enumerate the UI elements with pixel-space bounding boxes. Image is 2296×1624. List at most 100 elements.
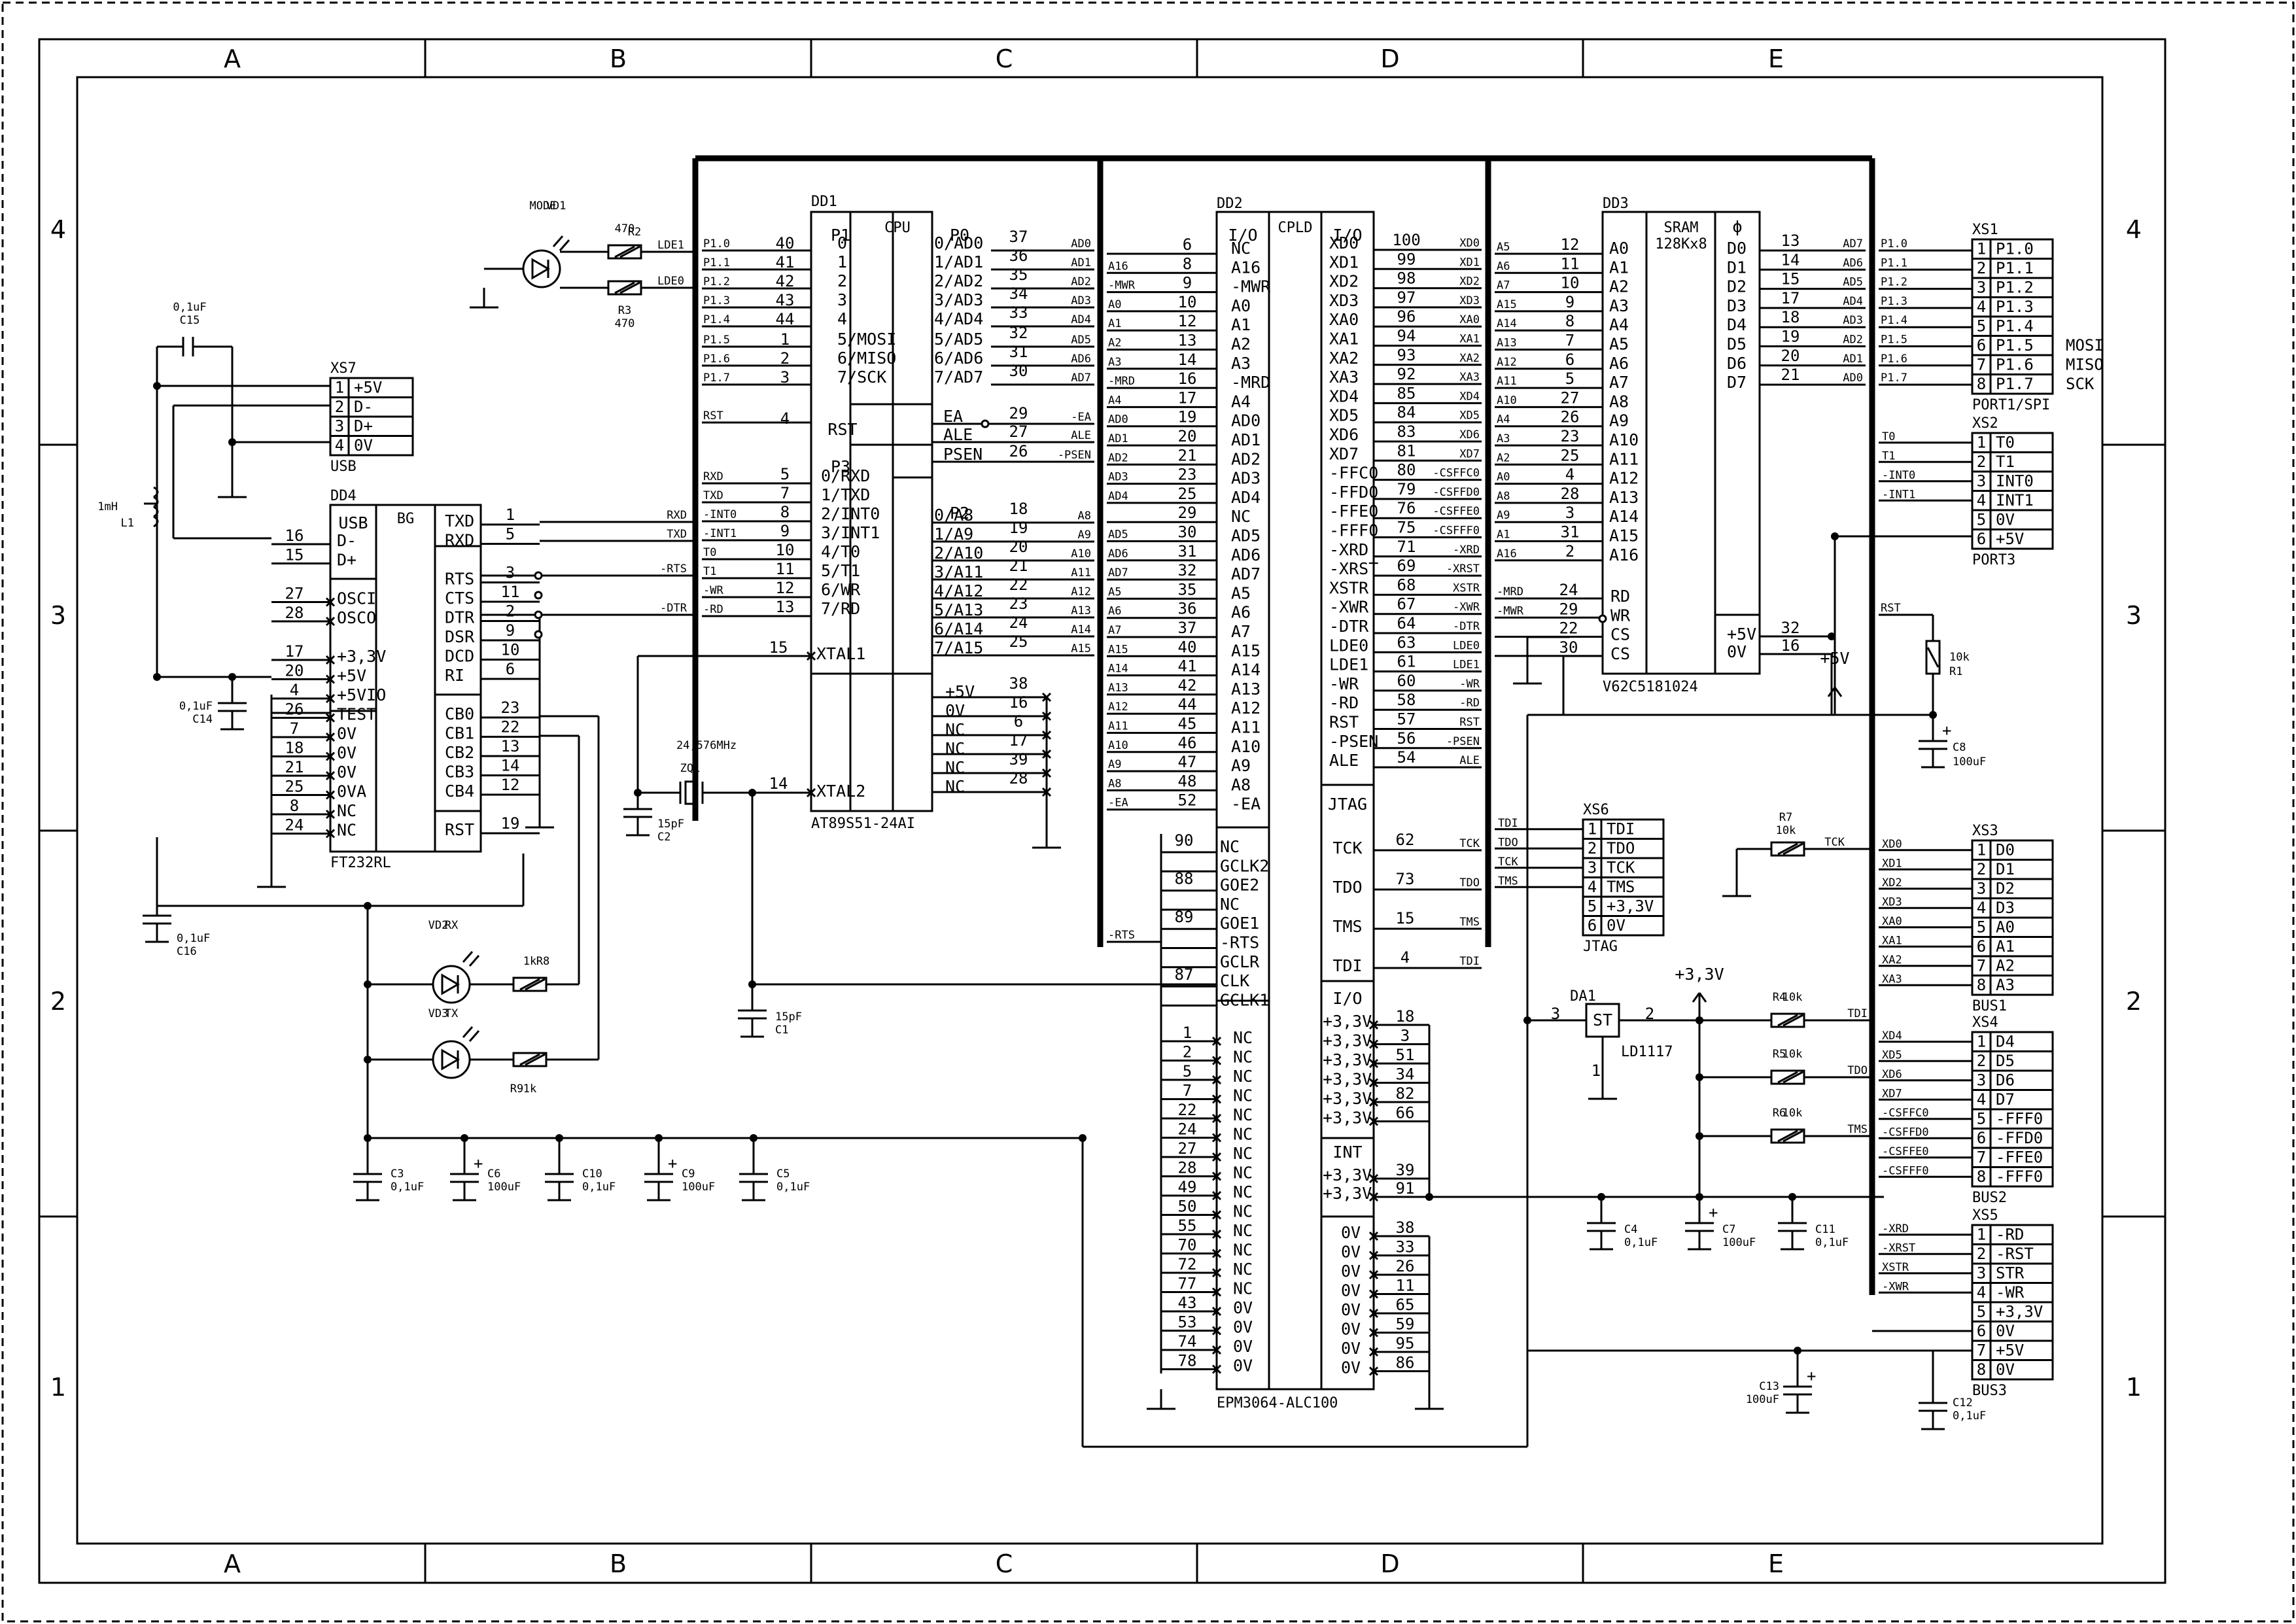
xs3-net: XA2: [1882, 954, 1902, 967]
dd3-d-pin: D7: [1727, 373, 1747, 392]
dd1-p0-net: AD5: [1071, 334, 1091, 347]
dd2-gnd-num: 11: [1396, 1277, 1415, 1295]
dd2-right-num: 68: [1397, 576, 1416, 594]
dd1-xtal1: XTAL1: [816, 644, 865, 663]
dd4-right-num: 3: [506, 564, 515, 582]
no-connect-stroke: [1211, 1364, 1222, 1374]
dd1-p0-pin: 6/AD6: [934, 349, 983, 368]
dd2-left-num: 48: [1178, 772, 1197, 790]
r6-resistor: [1770, 1128, 1805, 1144]
xs6-net: TDI: [1498, 817, 1518, 830]
junction-dot: [461, 1134, 468, 1142]
dd2-io-num: 66: [1396, 1104, 1415, 1122]
dd4-left-num: 25: [285, 778, 304, 796]
dd3-ctl-net: -MRD: [1497, 585, 1523, 598]
dd4-rxd-net: RXD: [667, 509, 687, 522]
no-connect-mark: [325, 770, 336, 781]
vd3-value: TX: [445, 1007, 459, 1020]
l1-coil: [153, 486, 159, 498]
junction-dot: [1425, 1193, 1433, 1201]
c3-ref: C3: [391, 1167, 404, 1181]
dd3-d-num: 20: [1781, 347, 1800, 365]
dd2-nc-num: 24: [1178, 1120, 1197, 1139]
dd3-d-out-net: P1.5: [1881, 334, 1907, 347]
xs5-net: XSTR: [1882, 1261, 1909, 1274]
dd3-a-net: A3: [1497, 432, 1510, 445]
xs5-pin-label: +3,3V: [1996, 1303, 2043, 1321]
dd2-left-num: 41: [1178, 657, 1197, 676]
no-connect-stroke: [325, 597, 336, 607]
led-body: [522, 249, 561, 288]
dd3-a-num: 8: [1565, 312, 1574, 330]
dd3-a-pin: A5: [1609, 335, 1629, 354]
dd2-left-num: 21: [1178, 446, 1197, 464]
ground-symbol: [257, 867, 286, 888]
dd3-a-num: 28: [1561, 485, 1580, 503]
xs2-pin-label: T1: [1996, 453, 2015, 471]
dd1-p2-pin: 5/A13: [934, 600, 983, 619]
dd1-p0-net: AD2: [1071, 275, 1091, 288]
no-connect-mark: [1368, 1020, 1379, 1030]
row-label-right: 4: [2126, 215, 2142, 244]
dd2-nc-num: 2: [1183, 1043, 1192, 1062]
polarity-mark: +: [1709, 1203, 1718, 1222]
dd2-right-num: 92: [1397, 365, 1416, 383]
dd4-left-pin: NC: [337, 821, 357, 840]
dd1-p0-net: AD7: [1071, 371, 1091, 385]
dd4-left-pin: D+: [337, 551, 357, 570]
dd2-int-pin: +3,3V: [1323, 1166, 1372, 1184]
dd4-left-num: 27: [285, 585, 304, 603]
dd2-right-pin: ALE: [1329, 751, 1359, 770]
dd3-d-num: 21: [1781, 366, 1800, 384]
dd4-ref: DD4: [330, 488, 357, 504]
dd2-left-pin: AD5: [1231, 527, 1261, 545]
dd4-txd-net: TXD: [667, 528, 687, 541]
dd1-p3-net: T1: [703, 565, 716, 578]
dd3-a-pin: A10: [1609, 430, 1639, 449]
dd2-right-num: 56: [1397, 729, 1416, 748]
xs4-net: -CSFFD0: [1882, 1126, 1929, 1139]
junction-dot: [750, 1134, 757, 1142]
dd3-a-num: 27: [1561, 389, 1580, 407]
dd2-left-num: 37: [1178, 619, 1197, 637]
dd2-right-net: XD1: [1459, 256, 1480, 269]
dd2-right-num: 76: [1397, 499, 1416, 517]
dd4-right-pin: DSR: [445, 627, 475, 646]
dd4-right-num: 12: [501, 776, 520, 794]
xs5-pin-label: -RST: [1996, 1245, 2034, 1263]
dd2-jtag-net: TDI: [1459, 955, 1480, 968]
dd2-nc-num: 43: [1178, 1294, 1197, 1312]
dd2-ctl-pin: GCLR: [1220, 952, 1260, 971]
no-connect-stroke: [325, 829, 336, 838]
dd2-right-num: 64: [1397, 614, 1416, 632]
dd1-p0-net: AD3: [1071, 294, 1091, 307]
c7-value: 100uF: [1722, 1236, 1756, 1249]
xs2-pin-num: 2: [1977, 453, 1986, 471]
dd3-d-pin: D6: [1727, 354, 1747, 373]
dd3-a-pin: A9: [1609, 411, 1629, 430]
resistor-hatch: [614, 245, 635, 258]
dd4-right-pin: CB1: [445, 724, 474, 743]
dd3-d-pin: D5: [1727, 335, 1747, 354]
dd3-d-out-net: P1.1: [1881, 256, 1907, 269]
dd3-ctl-net: -MWR: [1497, 604, 1524, 617]
dd2-jtag-pin: TCK: [1332, 838, 1362, 857]
dd1-p1-num: 1: [780, 330, 790, 349]
row-label-left: 3: [50, 601, 66, 630]
no-connect-stroke: [1211, 1133, 1222, 1143]
dd1-p1-num: 44: [776, 310, 795, 328]
xs1-pin-label: P1.6: [1996, 356, 2034, 374]
xs1-pin-note: MISO: [2066, 356, 2104, 374]
dd2-nc-pin: NC: [1233, 1105, 1253, 1124]
dd2-ctl-num: 89: [1175, 908, 1194, 926]
dd1-p0-pin: 2/AD2: [934, 271, 983, 290]
xs4-pin-label: -FFF0: [1996, 1110, 2043, 1128]
dd2-nc-pin: NC: [1233, 1279, 1253, 1298]
dd2-left-net: A2: [1108, 337, 1121, 350]
dd2-left-net: AD3: [1108, 471, 1128, 484]
dd1-p1-net: P1.1: [703, 256, 730, 269]
c4-ref: C4: [1624, 1223, 1637, 1236]
xs3-ref: XS3: [1972, 823, 1998, 839]
